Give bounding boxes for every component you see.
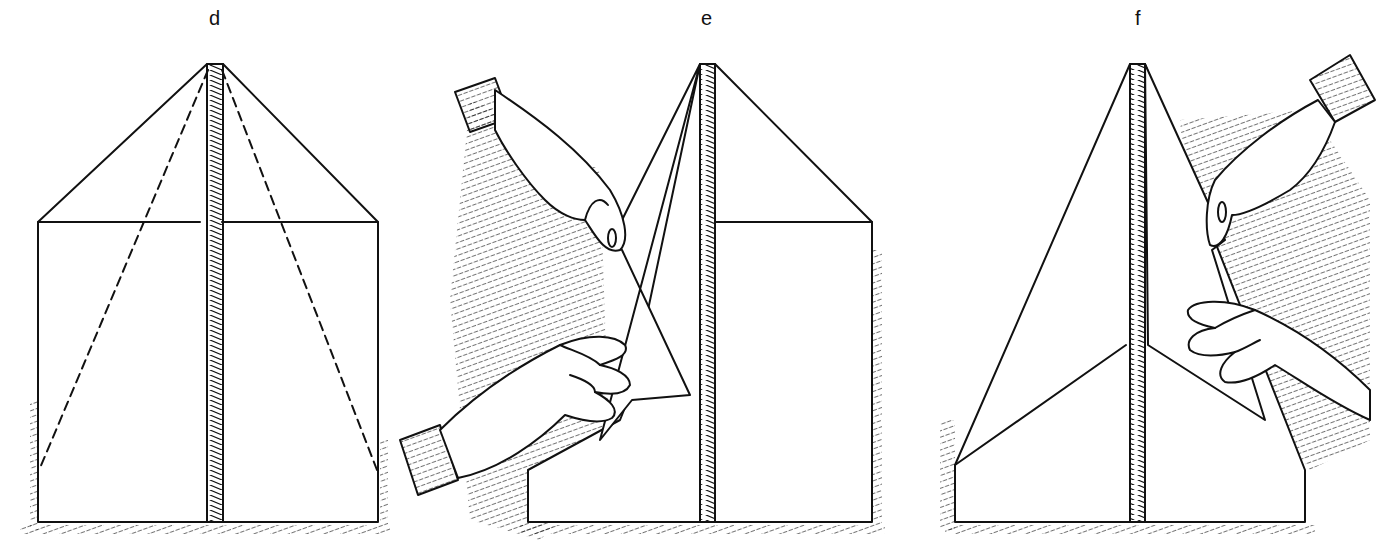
step-letter: f — [1135, 8, 1141, 28]
panel-f — [940, 55, 1375, 534]
step-letter: d — [209, 8, 220, 28]
step-letter: e — [701, 8, 712, 28]
panel-d — [20, 64, 390, 534]
panel-e — [400, 64, 885, 540]
